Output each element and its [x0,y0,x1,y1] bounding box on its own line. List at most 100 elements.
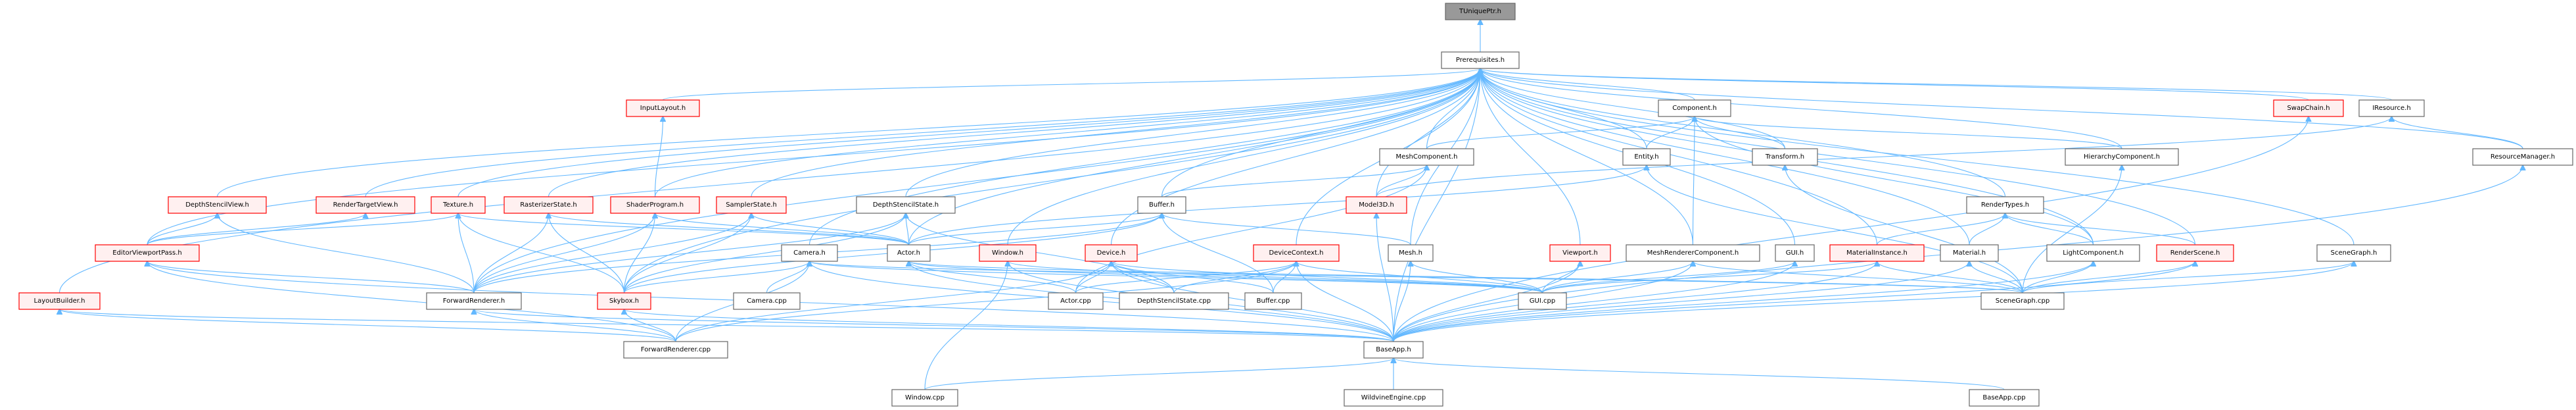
edge-baseapp-h-to-lightcomponent-h [1393,261,2094,342]
node-depthstencilview-h[interactable]: DepthStencilView.h [168,196,267,214]
node-scenegraph-h[interactable]: SceneGraph.h [2316,244,2391,262]
node-inputlayout-h[interactable]: InputLayout.h [626,99,700,117]
node-label: RenderTargetView.h [333,201,398,209]
node-actor-cpp[interactable]: Actor.cpp [1048,292,1104,310]
node-devicecontext-h[interactable]: DeviceContext.h [1253,244,1340,262]
edge-window-h-to-prerequisites-h [1007,68,1480,245]
edge-window-cpp-to-baseapp-h [924,358,1393,390]
node-gui-cpp[interactable]: GUI.cpp [1518,292,1567,310]
node-scenegraph-cpp[interactable]: SceneGraph.cpp [1980,292,2065,310]
node-box [18,292,101,310]
node-mesh-h[interactable]: Mesh.h [1388,244,1434,262]
node-prerequisites-h[interactable]: Prerequisites.h [1441,51,1520,69]
node-samplerstate-h[interactable]: SamplerState.h [716,196,787,214]
node-lightcomponent-h[interactable]: LightComponent.h [2046,244,2140,262]
edge-actor-h-to-rasterizerstate-h [549,213,910,245]
node-device-h[interactable]: Device.h [1085,244,1138,262]
node-box [316,196,415,214]
node-component-h[interactable]: Component.h [1658,99,1731,117]
node-hierarchycomponent-h[interactable]: HierarchyComponent.h [2065,148,2179,166]
edge-gui-cpp-to-materialinstance-h [1541,261,1877,294]
node-depthstencilstate-cpp[interactable]: DepthStencilState.cpp [1119,292,1229,310]
node-model3d-h[interactable]: Model3D.h [1346,196,1407,214]
node-box [623,341,728,359]
edge-skybox-h-to-texture-h [458,213,625,294]
node-label: LightComponent.h [2063,249,2124,257]
node-label: Window.cpp [905,394,945,401]
edge-gui-cpp-to-device-h [1112,261,1543,294]
node-transform-h[interactable]: Transform.h [1752,148,1818,166]
edge-texture-h-to-prerequisites-h [457,68,1480,197]
node-box [2156,244,2234,262]
node-label: MeshRendererComponent.h [1647,249,1739,257]
edge-rendertargetview-h-to-prerequisites-h [365,68,1480,197]
edge-camera-cpp-to-camera-h [766,261,810,294]
node-box [1969,389,2040,407]
node-label: Actor.h [897,249,920,257]
node-label: Buffer.cpp [1257,297,1290,305]
node-forwardrenderer-h[interactable]: ForwardRenderer.h [426,292,522,310]
node-entity-h[interactable]: Entity.h [1622,148,1671,166]
edge-meshcomponent-h-to-prerequisites-h [1426,68,1481,149]
node-camera-h[interactable]: Camera.h [781,244,838,262]
node-actor-h[interactable]: Actor.h [887,244,931,262]
edge-scenegraph-cpp-to-hierarchycomponent-h [2022,165,2122,294]
node-layoutbuilder-h[interactable]: LayoutBuilder.h [18,292,101,310]
node-meshrenderercomponent-h[interactable]: MeshRendererComponent.h [1626,244,1760,262]
node-buffer-h[interactable]: Buffer.h [1137,196,1186,214]
node-label: RenderTypes.h [1981,201,2029,209]
node-box [1085,244,1138,262]
node-skybox-h[interactable]: Skybox.h [597,292,651,310]
node-wildvineengine-cpp[interactable]: WildvineEngine.cpp [1344,389,1443,407]
node-box [1137,196,1186,214]
node-baseapp-cpp[interactable]: BaseApp.cpp [1969,389,2040,407]
node-box [1441,51,1520,69]
node-texture-h[interactable]: Texture.h [431,196,486,214]
node-viewport-h[interactable]: Viewport.h [1549,244,1611,262]
node-meshcomponent-h[interactable]: MeshComponent.h [1379,148,1474,166]
node-buffer-cpp[interactable]: Buffer.cpp [1244,292,1302,310]
node-window-cpp[interactable]: Window.cpp [891,389,958,407]
node-label: SceneGraph.cpp [1996,297,2050,305]
node-editorviewportpass-h[interactable]: EditorViewportPass.h [95,244,200,262]
edge-rasterizerstate-h-to-prerequisites-h [548,68,1481,197]
node-box [1549,244,1611,262]
node-box [1346,196,1407,214]
edge-baseapp-h-to-scenegraph-h [1393,261,2354,342]
edge-baseapp-h-to-materialinstance-h [1393,261,1877,342]
edge-skybox-h-to-rasterizerstate-h [549,213,625,294]
node-label: ForwardRenderer.h [443,297,505,305]
node-iresource-h[interactable]: IResource.h [2358,99,2425,117]
node-shaderprogram-h[interactable]: ShaderProgram.h [610,196,700,214]
node-box [626,99,700,117]
node-tuniqueptr-h[interactable]: TUniquePtr.h [1445,3,1516,20]
edge-actor-h-to-samplerstate-h [751,213,910,245]
edge-forwardrenderer-cpp-to-editorviewportpass-h [147,261,676,342]
node-label: Entity.h [1634,153,1658,161]
node-baseapp-h[interactable]: BaseApp.h [1363,341,1424,359]
edge-buffer-h-to-meshcomponent-h [1161,165,1427,197]
node-material-h[interactable]: Material.h [1940,244,1999,262]
node-window-h[interactable]: Window.h [979,244,1037,262]
node-gui-h[interactable]: GUI.h [1775,244,1815,262]
node-box [891,389,958,407]
edge-depthstencilview-h-to-prerequisites-h [216,68,1481,197]
node-swapchain-h[interactable]: SwapChain.h [2273,99,2344,117]
node-box [1388,244,1434,262]
node-rendertargetview-h[interactable]: RenderTargetView.h [316,196,415,214]
node-box [1445,3,1516,20]
node-box [1048,292,1104,310]
node-resourcemanager-h[interactable]: ResourceManager.h [2472,148,2573,166]
edge-skybox-h-to-depthstencilstate-h [623,213,906,294]
edge-gui-cpp-to-meshrenderercomponent-h [1541,261,1693,294]
node-renderscene-h[interactable]: RenderScene.h [2156,244,2234,262]
edge-forwardrenderer-h-to-editorviewportpass-h [147,261,475,294]
node-box [1940,244,1999,262]
node-box [733,292,801,310]
node-camera-cpp[interactable]: Camera.cpp [733,292,801,310]
node-rasterizerstate-h[interactable]: RasterizerState.h [503,196,594,214]
node-forwardrenderer-cpp[interactable]: ForwardRenderer.cpp [623,341,728,359]
node-rendertypes-h[interactable]: RenderTypes.h [1966,196,2044,214]
node-materialinstance-h[interactable]: MaterialInstance.h [1829,244,1925,262]
node-depthstencilstate-h[interactable]: DepthStencilState.h [856,196,956,214]
